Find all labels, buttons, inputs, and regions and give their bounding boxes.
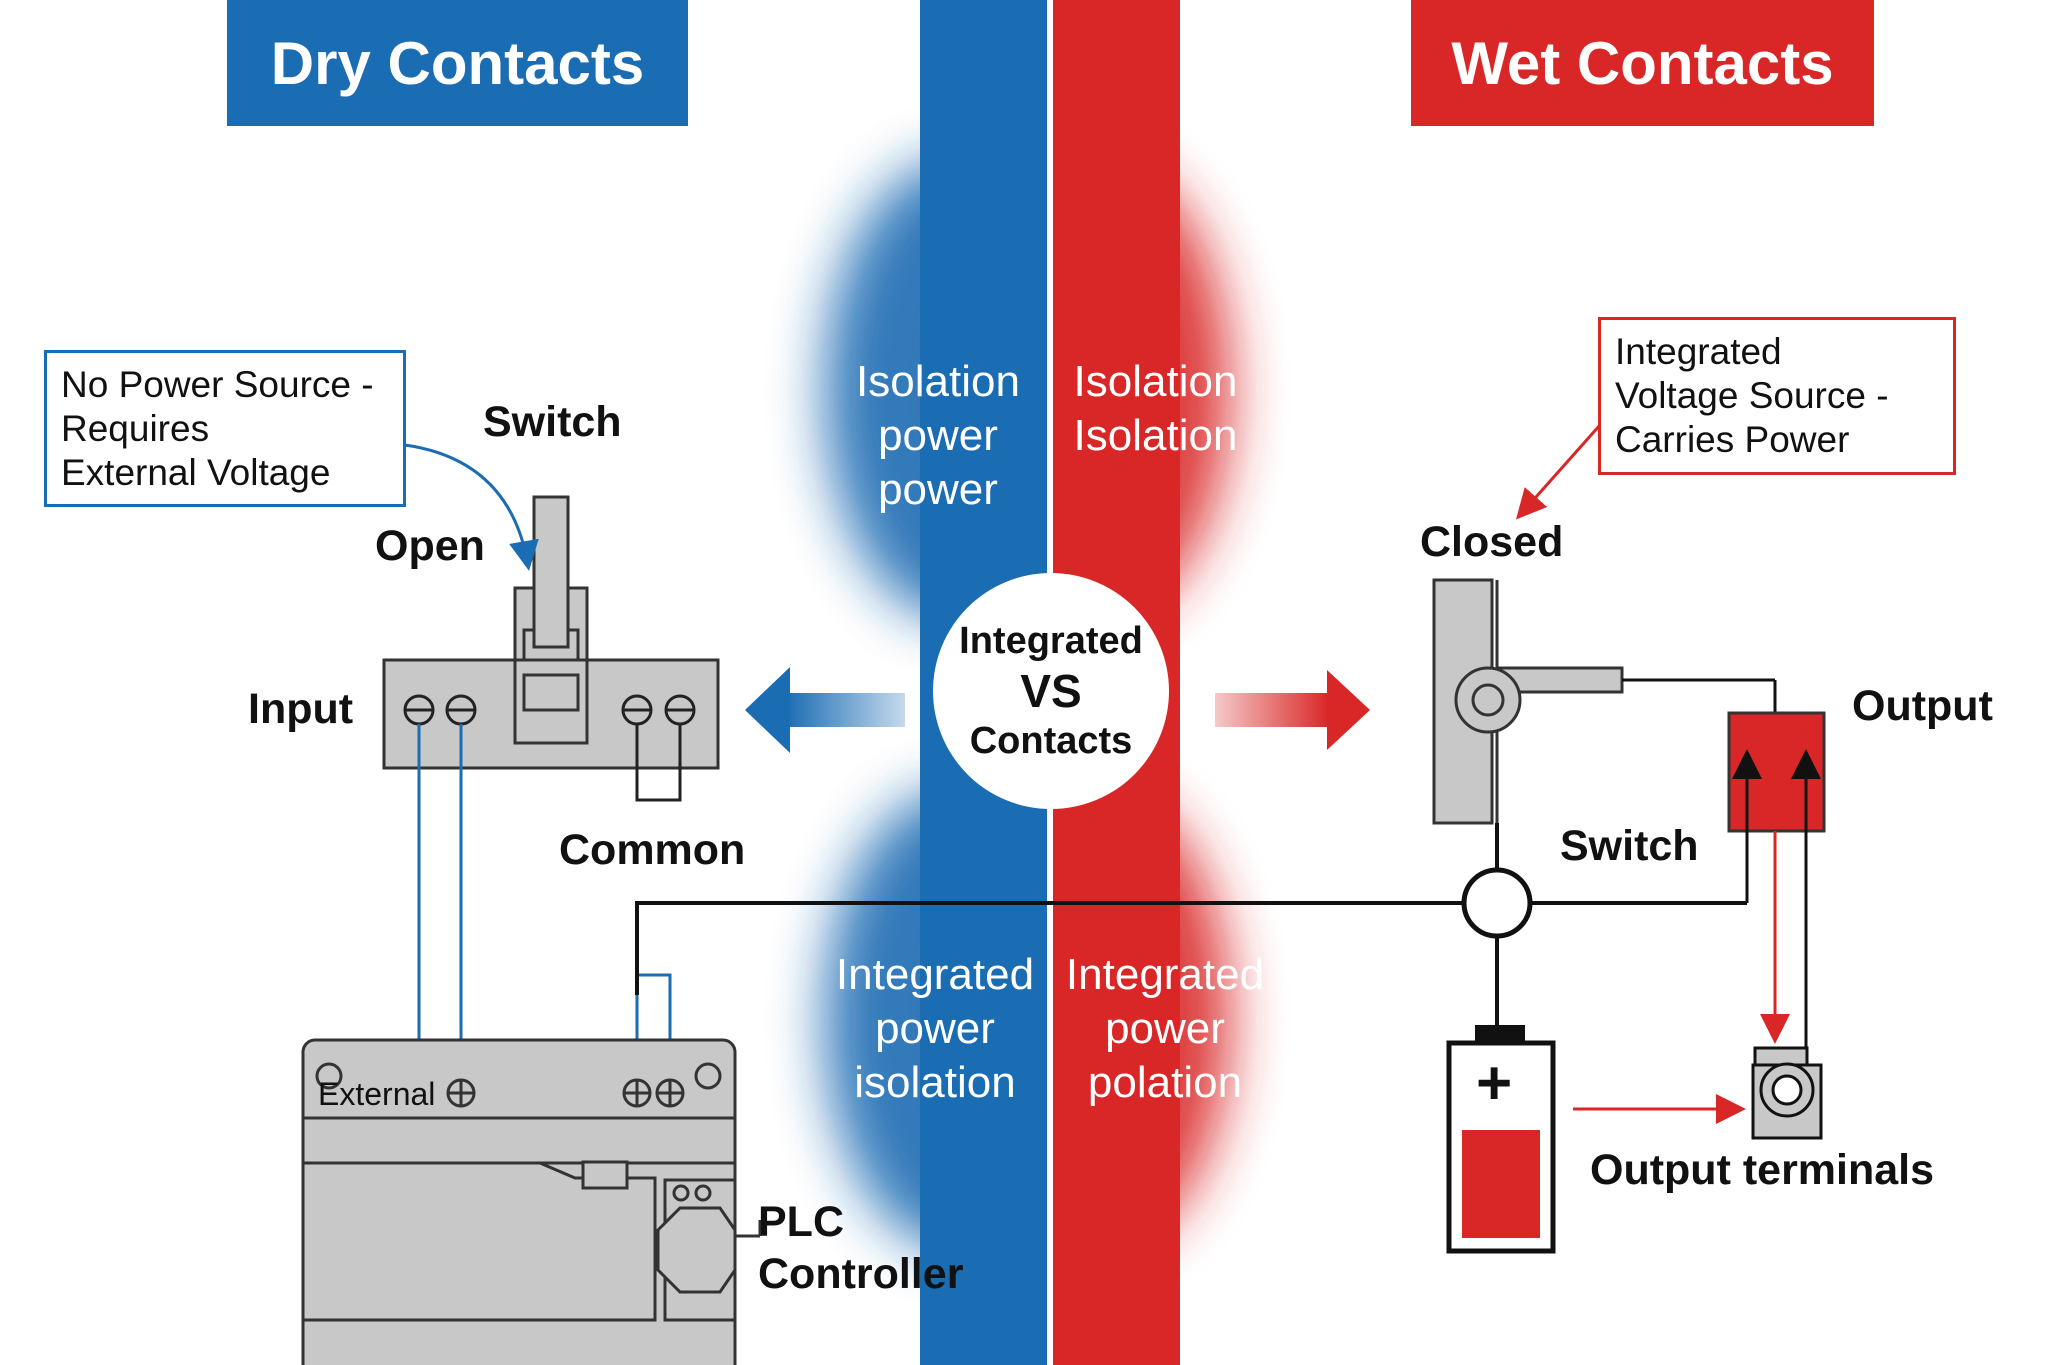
note-line: No Power Source - <box>61 364 374 405</box>
center-upper-left-text: Isolation power power <box>843 355 1033 517</box>
vs-circle-line1: Integrated <box>959 620 1143 662</box>
wet-note-arrow <box>1516 424 1602 520</box>
band-line: power <box>1105 1004 1225 1053</box>
band-line: polation <box>1087 1058 1243 1107</box>
external-label: External <box>318 1076 436 1112</box>
dry-switch-label: Switch <box>483 398 622 446</box>
wet-note-box: Integrated Voltage Source - Carries Powe… <box>1598 317 1956 475</box>
note-line: Voltage Source - <box>1615 375 1889 416</box>
dry-contacts-title: Dry Contacts <box>227 0 688 126</box>
output-terminals-label: Output terminals <box>1590 1146 1935 1194</box>
dry-note-box: No Power Source - Requires External Volt… <box>44 350 406 507</box>
blue-left-arrow <box>745 667 905 753</box>
band-line: Integrated <box>1065 950 1265 999</box>
note-line: Carries Power <box>1615 419 1850 460</box>
band-line: Integrated <box>835 950 1035 999</box>
vs-circle-line2: VS <box>1020 665 1082 717</box>
band-line: power <box>875 1004 995 1053</box>
plc-controller-graphic <box>301 1038 762 1365</box>
wet-contacts-title: Wet Contacts <box>1411 0 1874 126</box>
note-line: Integrated <box>1615 331 1782 372</box>
center-upper-right-text: Isolation Isolation <box>1058 355 1253 463</box>
dry-terminal-block <box>382 658 720 802</box>
band-line: Isolation <box>856 357 1020 406</box>
plc-label-line: PLC <box>758 1198 844 1246</box>
vs-circle-line3: Contacts <box>969 720 1133 762</box>
vs-circle: Integrated VS Contacts <box>933 573 1169 809</box>
open-label: Open <box>375 522 485 570</box>
red-right-arrow <box>1215 670 1370 750</box>
dry-input-wires <box>417 724 672 1080</box>
band-line: Isolation <box>1073 357 1238 406</box>
band-line: Isolation <box>1073 411 1238 460</box>
dry-note-arrow <box>404 443 539 571</box>
common-bus-line <box>635 901 1465 995</box>
note-line: External Voltage <box>61 452 331 493</box>
battery-plus-symbol: + <box>1476 1049 1513 1118</box>
wet-output-box <box>1727 711 1826 1050</box>
common-label: Common <box>559 826 746 874</box>
closed-label: Closed <box>1420 518 1564 566</box>
output-terminal-device <box>1751 1046 1823 1140</box>
plc-controller-label: PLC Controller <box>758 1196 963 1300</box>
band-line: power <box>878 411 998 460</box>
wet-switch-label: Switch <box>1560 822 1699 870</box>
band-line: isolation <box>854 1058 1016 1107</box>
note-line: Requires <box>61 408 210 449</box>
center-lower-right-text: Integrated power polation <box>1060 948 1270 1110</box>
plc-label-line: Controller <box>758 1250 964 1298</box>
battery-graphic <box>1446 1025 1556 1254</box>
center-lower-left-text: Integrated power isolation <box>830 948 1040 1110</box>
input-label: Input <box>248 685 354 733</box>
wet-switch-graphic <box>1432 578 1777 825</box>
wet-junction <box>1461 823 1747 1030</box>
output-label: Output <box>1852 682 1993 730</box>
band-line: power <box>878 465 998 514</box>
